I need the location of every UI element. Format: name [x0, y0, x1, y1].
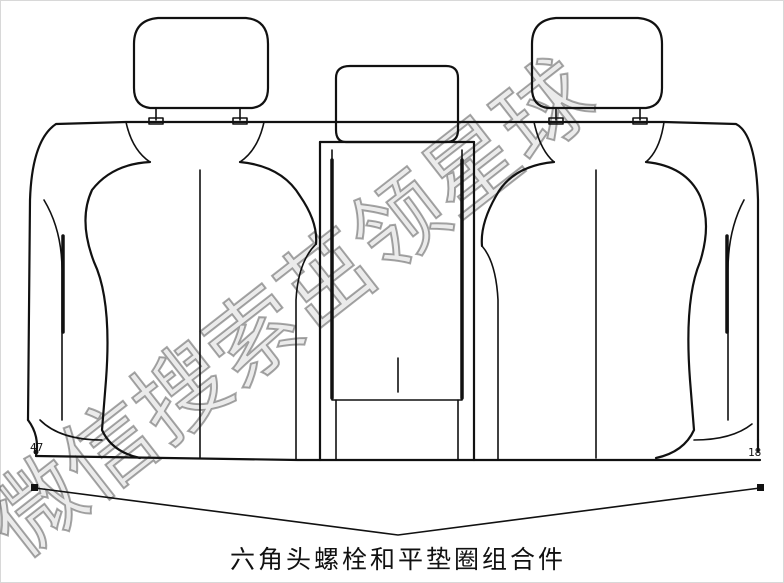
left-headrest	[132, 16, 270, 125]
caption-label: 六角头螺栓和平垫圈组合件	[230, 545, 566, 574]
watermark-text: 微信搜索茁领星球	[0, 40, 614, 577]
bolt-callouts: 47 18	[30, 441, 764, 536]
callout-left-number: 47	[30, 441, 43, 454]
callout-right-number: 18	[748, 446, 761, 459]
center-headrest	[334, 64, 460, 144]
watermark: 微信搜索茁领星球	[0, 39, 615, 578]
